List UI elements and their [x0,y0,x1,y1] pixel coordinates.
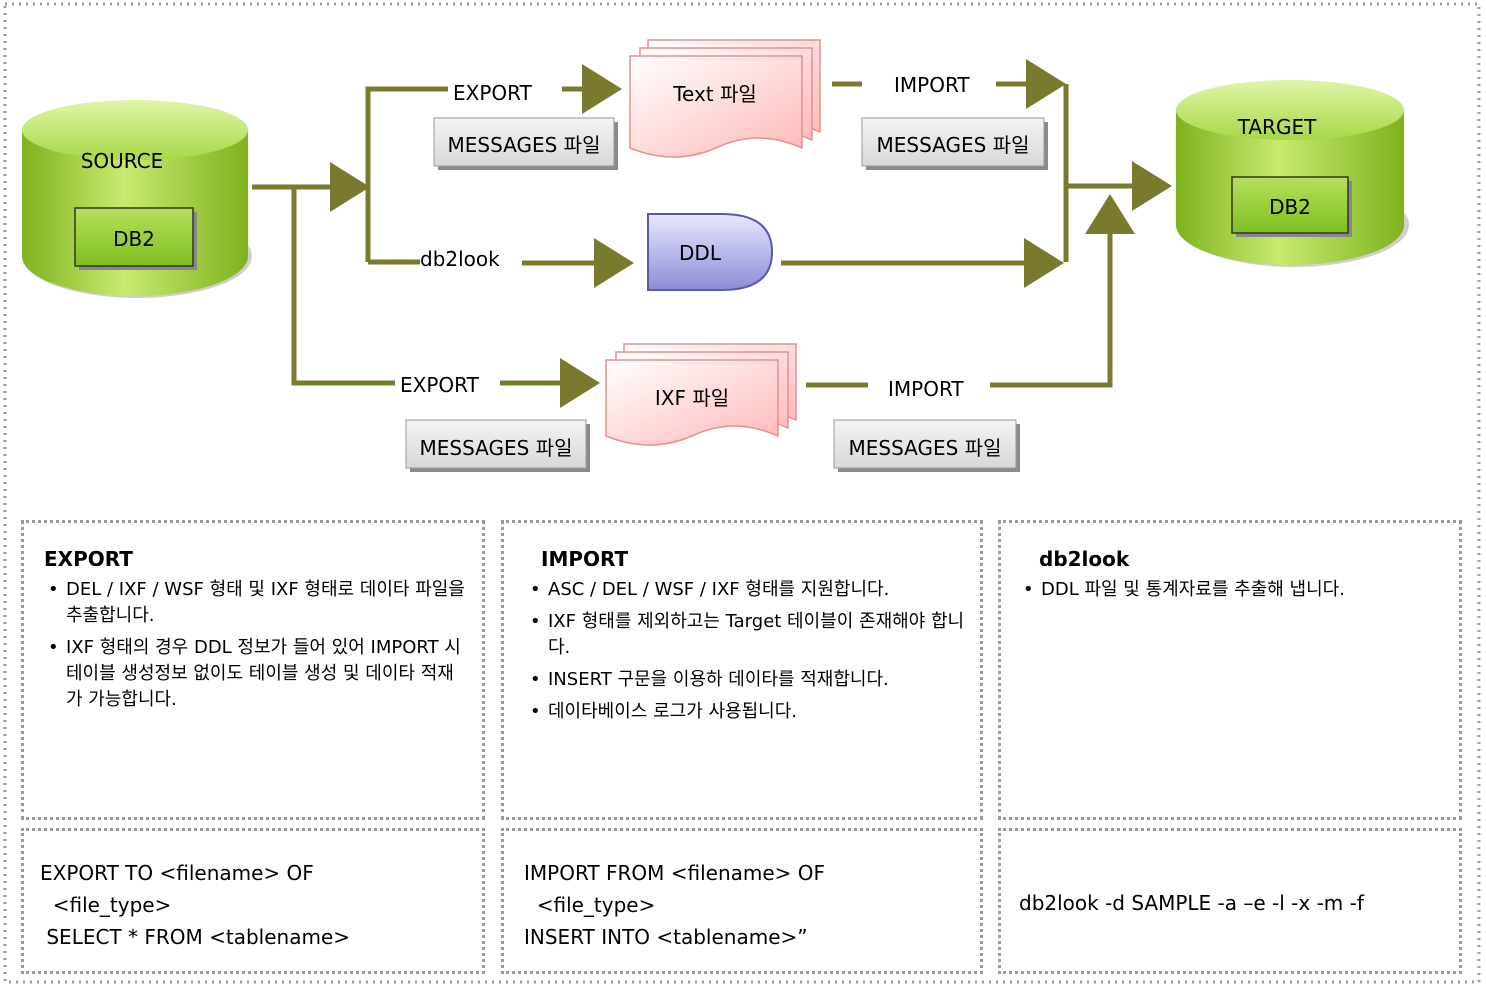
export-command-line-3: SELECT * FROM <tablename> [40,925,351,949]
messages-label-4: MESSAGES 파일 [849,436,1002,460]
messages-box-4: MESSAGES 파일 [833,419,1020,472]
connector-lines [252,59,1172,408]
list-item: DDL 파일 및 통계자료를 추출해 냅니다. [1019,577,1449,603]
import-top-label: IMPORT [894,73,970,97]
import-panel-title: IMPORT [541,547,629,571]
source-db-label: DB2 [113,227,155,251]
db2look-panel-title: db2look [1039,547,1130,571]
import-command-line-2: <file_type> [524,893,656,917]
list-item: INSERT 구문을 이용하 데이타를 적재합니다. [526,667,970,693]
source-cylinder: SOURCE DB2 [22,100,252,298]
import-command-line-3: INSERT INTO <tablename>” [524,925,808,949]
import-bottom-label: IMPORT [888,377,964,401]
export-description-panel: EXPORT DEL / IXF / WSF 형태 및 IXF 형태로 데이타 … [21,520,485,820]
list-item: IXF 형태의 경우 DDL 정보가 들어 있어 IMPORT 시 테이블 생성… [44,635,468,713]
target-cylinder: TARGET DB2 [1176,80,1409,267]
export-bottom-label: EXPORT [400,373,480,397]
messages-box-3: MESSAGES 파일 [405,419,590,472]
export-bullet-list: DEL / IXF / WSF 형태 및 IXF 형태로 데이타 파일을 추출합… [44,577,468,713]
list-item: ASC / DEL / WSF / IXF 형태를 지원합니다. [526,577,970,603]
list-item: 데이타베이스 로그가 사용됩니다. [526,699,970,725]
target-db-label: DB2 [1269,195,1311,219]
messages-label-3: MESSAGES 파일 [420,436,573,460]
messages-label-1: MESSAGES 파일 [448,133,601,157]
ixf-file-stack: IXF 파일 [605,343,797,446]
ddl-label: DDL [679,241,722,265]
list-item: DEL / IXF / WSF 형태 및 IXF 형태로 데이타 파일을 추출합… [44,577,468,629]
text-file-stack: Text 파일 [629,39,821,158]
import-description-panel: IMPORT ASC / DEL / WSF / IXF 형태를 지원합니다. … [501,520,983,820]
db2look-command-line-1: db2look -d SAMPLE -a –e -l -x -m -f [1019,891,1364,915]
text-file-label: Text 파일 [672,82,757,106]
db2look-bullet-list: DDL 파일 및 통계자료를 추출해 냅니다. [1019,577,1449,603]
messages-box-2: MESSAGES 파일 [861,117,1048,170]
messages-box-1: MESSAGES 파일 [433,117,618,170]
db2look-description-panel: db2look DDL 파일 및 통계자료를 추출해 냅니다. [998,520,1462,820]
outer-frame [3,2,1481,984]
export-command-line-1: EXPORT TO <filename> OF [40,861,314,885]
import-bullet-list: ASC / DEL / WSF / IXF 형태를 지원합니다. IXF 형태를… [526,577,970,725]
import-command-panel: IMPORT FROM <filename> OF <file_type> IN… [501,828,983,974]
ixf-file-label: IXF 파일 [655,386,729,410]
import-command-line-1: IMPORT FROM <filename> OF [524,861,826,885]
source-label: SOURCE [81,149,164,173]
list-item: IXF 형태를 제외하고는 Target 테이블이 존재해야 합니다. [526,609,970,661]
target-label: TARGET [1237,115,1317,139]
db2look-command-panel: db2look -d SAMPLE -a –e -l -x -m -f [998,828,1462,974]
export-top-label: EXPORT [453,81,533,105]
export-command-line-2: <file_type> [40,893,172,917]
export-command-panel: EXPORT TO <filename> OF <file_type> SELE… [21,828,485,974]
messages-label-2: MESSAGES 파일 [877,133,1030,157]
export-panel-title: EXPORT [44,547,133,571]
ddl-shape: DDL [647,213,774,291]
db2look-label: db2look [420,247,500,271]
